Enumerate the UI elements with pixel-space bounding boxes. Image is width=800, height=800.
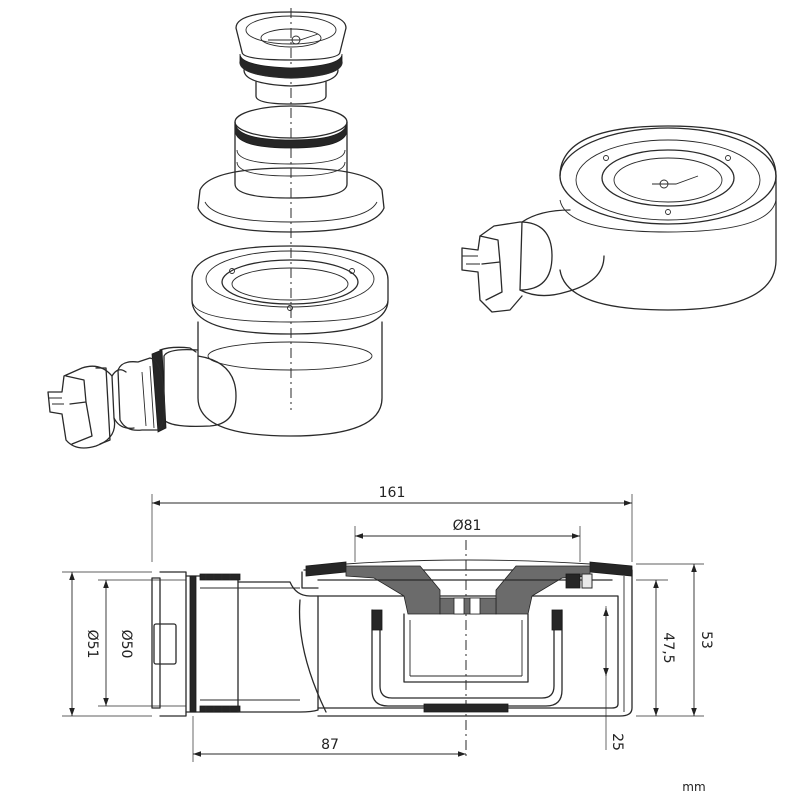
dim-outlet-inner-diameter: Ø50 — [118, 630, 134, 659]
flange-plate-part — [197, 167, 385, 233]
outlet-parts — [47, 349, 167, 449]
dim-total-height: 53 — [698, 631, 714, 649]
body-bowl-part — [159, 321, 383, 437]
dim-outlet-outer-diameter: Ø51 — [84, 630, 100, 659]
dim-overall-length: 161 — [379, 485, 406, 501]
section-body-shell — [301, 569, 633, 717]
standpipe-part — [234, 105, 348, 199]
dim-grate-diameter: Ø81 — [453, 518, 482, 534]
exploded-view — [47, 8, 389, 449]
section-outlet-pipe — [237, 581, 319, 713]
section-view: 161 Ø81 Ø51 Ø50 87 53 47,5 25 — [62, 485, 714, 762]
dim-body-height: 47,5 — [660, 632, 676, 663]
section-inner-trap — [371, 609, 563, 713]
dimension-lines — [62, 494, 704, 762]
section-grate — [305, 559, 633, 615]
strainer-part — [235, 11, 347, 105]
body-frame-part — [191, 245, 389, 335]
units-label: mm — [682, 780, 705, 794]
dim-outlet-offset: 87 — [321, 737, 339, 753]
assembled-view — [461, 125, 777, 313]
section-outlet-coupling — [151, 571, 241, 717]
dim-water-seal: 25 — [609, 733, 625, 751]
